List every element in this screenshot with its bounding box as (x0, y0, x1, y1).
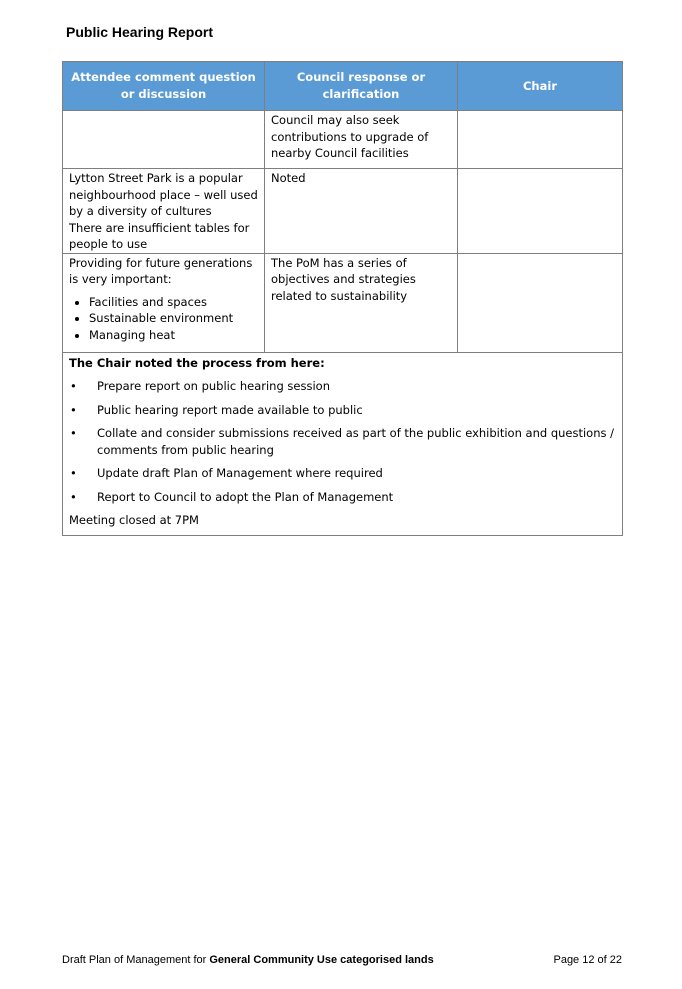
process-item-text: Report to Council to adopt the Plan of M… (97, 489, 394, 504)
page-number: Page 12 of 22 (553, 954, 622, 966)
footer-document-title: Draft Plan of Management for General Com… (62, 954, 434, 966)
process-item: • Public hearing report made available t… (69, 402, 616, 419)
process-item-text: Public hearing report made available to … (97, 402, 363, 417)
table-header-row: Attendee comment question or discussion … (62, 61, 623, 111)
bullet-icon: • (70, 379, 77, 393)
page-title: Public Hearing Report (66, 24, 214, 40)
meeting-closed-note: Meeting closed at 7PM (69, 513, 199, 527)
response-cell: Council may also seek contributions to u… (264, 110, 458, 169)
table-row: Providing for future generations is very… (62, 252, 623, 353)
chair-cell (457, 252, 623, 353)
column-header-response: Council response or clarification (264, 61, 458, 111)
response-cell: Noted (264, 168, 458, 254)
attendee-cell: Lytton Street Park is a popular neighbou… (62, 168, 265, 254)
list-item: Sustainable environment (89, 310, 258, 327)
attendee-cell (62, 110, 265, 169)
bullet-icon: • (70, 466, 77, 480)
response-cell: The PoM has a series of objectives and s… (264, 252, 458, 353)
process-item: • Prepare report on public hearing sessi… (69, 378, 616, 395)
table-row: Lytton Street Park is a popular neighbou… (62, 168, 623, 254)
bullet-icon: • (70, 426, 77, 440)
attendee-cell: Providing for future generations is very… (62, 252, 265, 353)
list-item: Managing heat (89, 327, 258, 344)
process-item-text: Prepare report on public hearing session (97, 379, 330, 393)
process-item-text: Collate and consider submissions receive… (97, 426, 615, 457)
column-header-chair: Chair (457, 61, 623, 111)
table-row: Council may also seek contributions to u… (62, 110, 623, 169)
bullet-icon: • (70, 402, 77, 417)
column-header-attendee: Attendee comment question or discussion (62, 61, 265, 111)
list-item: Facilities and spaces (89, 294, 258, 311)
chair-cell (457, 168, 623, 254)
footer-category: General Community Use categorised lands (209, 954, 434, 966)
attendee-text: Providing for future generations is very… (69, 255, 253, 287)
process-item: • Collate and consider submissions recei… (69, 425, 616, 458)
footer-prefix: Draft Plan of Management for (62, 954, 210, 966)
summary-cell: The Chair noted the process from here: •… (62, 351, 623, 536)
chair-cell (457, 110, 623, 169)
summary-row: The Chair noted the process from here: •… (62, 351, 623, 536)
hearing-table: Attendee comment question or discussion … (62, 61, 623, 536)
attendee-bullet-list: Facilities and spaces Sustainable enviro… (69, 294, 258, 344)
chair-note-heading: The Chair noted the process from here: (69, 355, 325, 370)
process-item: • Report to Council to adopt the Plan of… (69, 489, 616, 506)
process-item-text: Update draft Plan of Management where re… (97, 466, 383, 480)
process-item: • Update draft Plan of Management where … (69, 465, 616, 482)
bullet-icon: • (70, 489, 77, 504)
